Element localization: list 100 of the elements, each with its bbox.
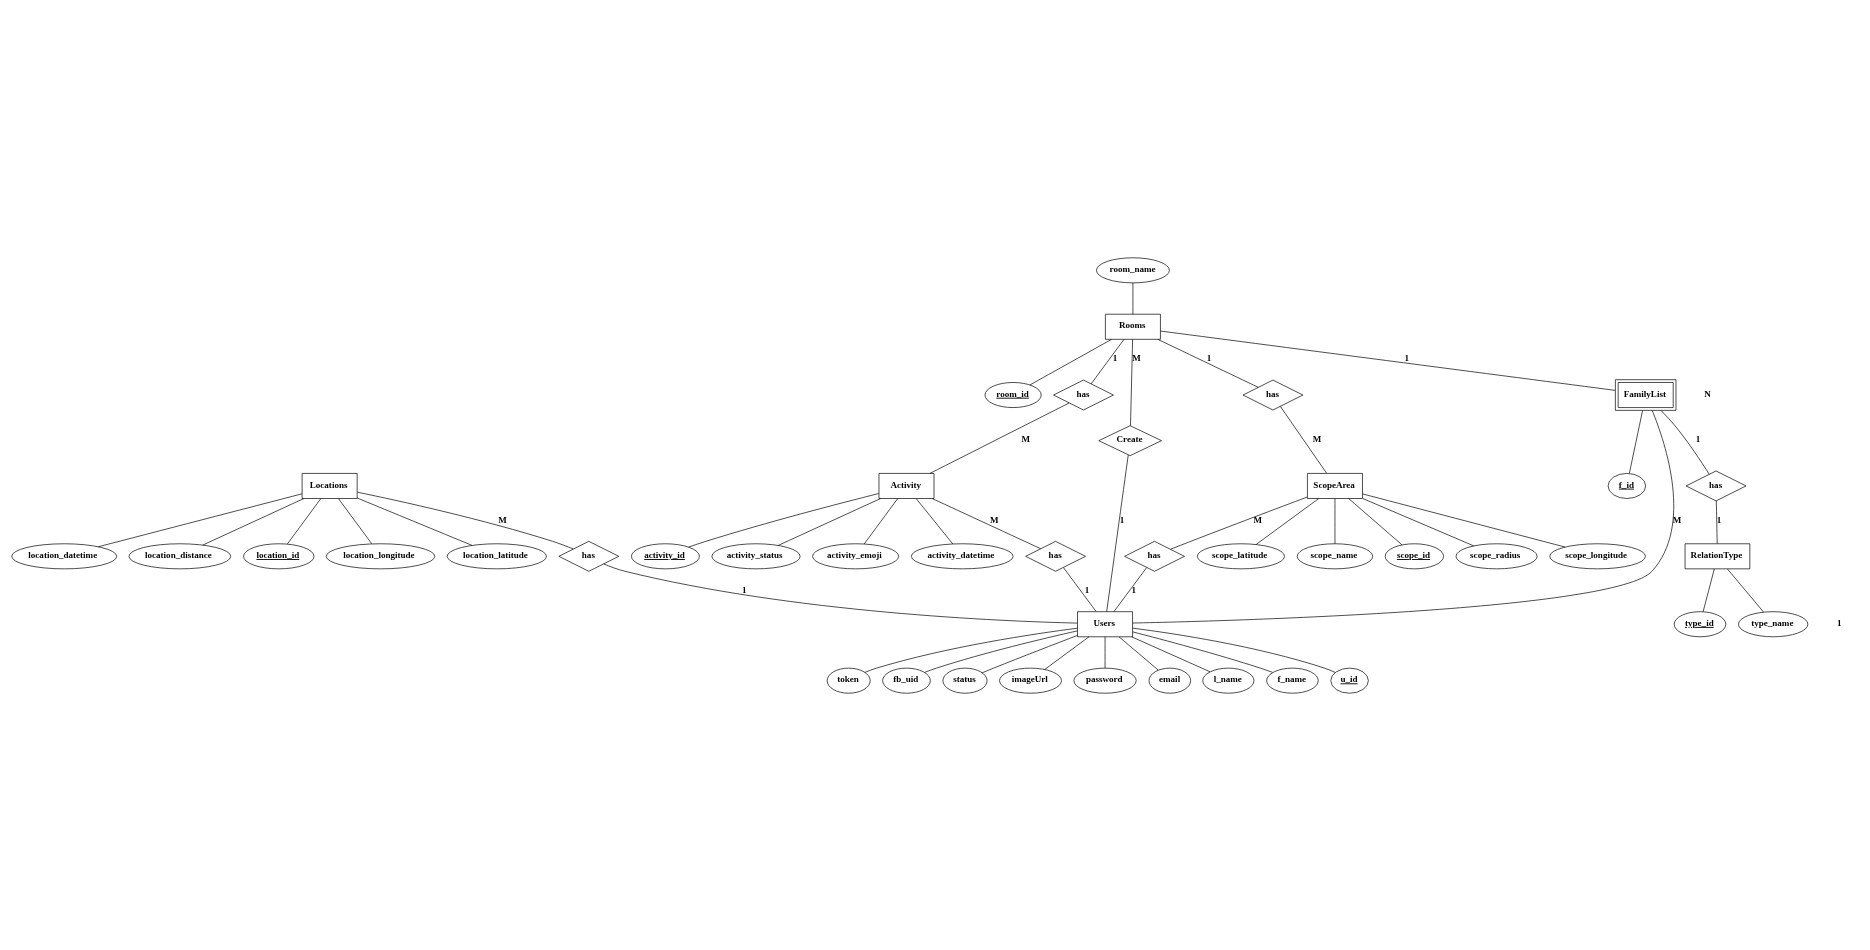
connector: [97, 492, 303, 547]
node-ellipse: scope_radius: [1455, 542, 1538, 569]
node-ellipse: activity_emoji: [812, 542, 900, 569]
node-ellipse: location_longitude: [325, 542, 436, 569]
node-ellipse: imageUrl: [999, 667, 1062, 694]
connector: [688, 492, 880, 547]
edge-label: M: [498, 514, 507, 525]
edge-label: 1: [1716, 514, 1722, 525]
node-box: Activity: [878, 472, 935, 499]
connector: [1044, 636, 1090, 670]
node-ellipse: l_name: [1202, 667, 1255, 694]
connector: [1727, 568, 1764, 612]
connector: [1362, 497, 1475, 546]
connector: [1063, 566, 1097, 612]
connector: [1130, 338, 1133, 426]
edge-label: 1: [1206, 352, 1212, 363]
node-diamond: has: [558, 540, 620, 572]
node-diamond: Create: [1098, 424, 1162, 456]
connector: [1118, 636, 1159, 670]
node-diamond: has: [1242, 379, 1304, 410]
connector: [357, 491, 574, 549]
connector: [929, 402, 1070, 474]
connector: [356, 497, 473, 546]
connector: [202, 497, 305, 545]
connector: [1113, 566, 1147, 612]
edge-label: M: [1021, 433, 1030, 444]
node-ellipse: scope_latitude: [1196, 542, 1285, 569]
node-ellipse: email: [1148, 667, 1191, 694]
node-ellipse: f_name: [1266, 667, 1319, 694]
node-ellipse: type_name: [1738, 610, 1809, 637]
node-ellipse: activity_status: [711, 542, 801, 569]
connector: [863, 497, 898, 544]
node-ellipse: room_id: [984, 381, 1042, 408]
connector: [1029, 338, 1112, 385]
node-ellipse: token: [826, 667, 871, 694]
node-box: ScopeArea: [1307, 472, 1363, 499]
connector: [1334, 497, 1336, 544]
connector: [1157, 338, 1259, 388]
node-diamond: has: [1124, 540, 1185, 572]
node-ellipse: scope_longitude: [1549, 542, 1646, 569]
connector: [1132, 627, 1336, 673]
connector: [864, 627, 1078, 673]
node-ellipse: password: [1073, 667, 1137, 694]
connector: [1362, 493, 1566, 547]
node-ellipse: activity_id: [631, 542, 700, 569]
node-ellipse: location_latitude: [446, 542, 547, 569]
node-box: Users: [1077, 610, 1133, 637]
edge-label: 1: [742, 584, 747, 595]
edge-label: 1: [1119, 514, 1125, 525]
connector: [1132, 409, 1675, 623]
node-box: RelationType: [1684, 542, 1751, 569]
connector: [1170, 496, 1308, 550]
connector: [338, 497, 373, 544]
edge-label: M: [1312, 433, 1322, 444]
connector: [1702, 568, 1715, 612]
connector: [924, 630, 1078, 673]
node-diamond: has: [1685, 470, 1747, 501]
node-ellipse: location_id: [243, 542, 315, 569]
node-ellipse: type_id: [1673, 610, 1727, 637]
node-ellipse: activity_datetime: [911, 542, 1014, 569]
node-ellipse: location_datetime: [11, 542, 118, 569]
node-diamond: has: [1025, 540, 1086, 572]
edge-label: 1: [1695, 433, 1701, 444]
connector: [778, 497, 881, 546]
node-ellipse: f_id: [1607, 472, 1647, 499]
node-ellipse: u_id: [1330, 667, 1369, 694]
connector: [1090, 338, 1125, 384]
node-box: Locations: [301, 472, 358, 499]
connector: [915, 497, 954, 544]
edge-label: M: [1253, 514, 1262, 525]
connector: [603, 563, 1078, 623]
node-ellipse: scope_id: [1384, 542, 1444, 569]
edge-label: M: [1132, 352, 1141, 363]
edge-label: 1: [1131, 584, 1137, 595]
connector: [1132, 631, 1273, 673]
connector: [1279, 405, 1327, 474]
edge-label: 1: [1084, 584, 1090, 595]
connector: [931, 497, 1042, 549]
node-box: Rooms: [1105, 313, 1161, 340]
connector: [1348, 497, 1403, 545]
label: N: [1704, 388, 1711, 399]
connector: [287, 497, 322, 544]
node-diamond: has: [1053, 379, 1114, 410]
node-ellipse: scope_name: [1296, 542, 1374, 569]
connector: [1716, 500, 1718, 544]
connector: [981, 634, 1078, 673]
connector: [1629, 409, 1643, 474]
node-ellipse: location_distance: [128, 542, 232, 569]
edge-label: M: [990, 514, 999, 525]
connector: [1660, 409, 1710, 475]
connector: [1131, 636, 1211, 672]
connector: [1106, 454, 1129, 612]
connector: [1160, 330, 1616, 391]
node-ellipse: status: [942, 667, 988, 694]
label: 1: [1836, 617, 1842, 628]
node-ellipse: fb_uid: [882, 667, 931, 694]
edge-label: 1: [1112, 352, 1118, 363]
edge-label: M: [1672, 514, 1682, 525]
connector: [1255, 497, 1320, 545]
node-ellipse: room_name: [1096, 256, 1170, 283]
